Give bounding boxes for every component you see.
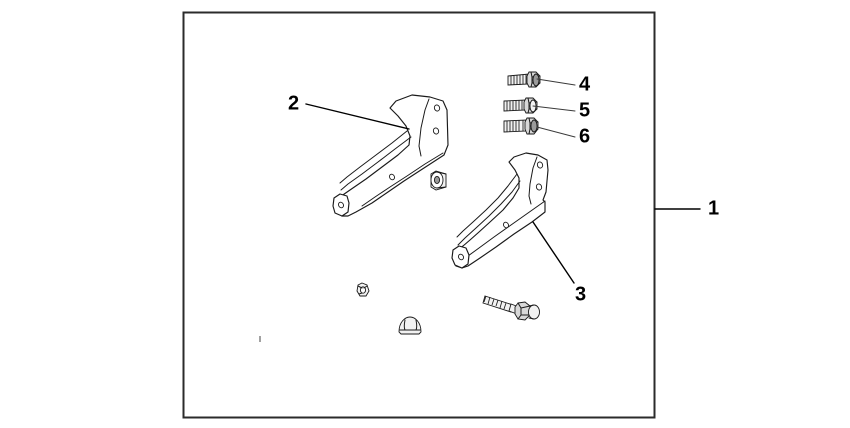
dome-cap-body <box>398 316 422 335</box>
right-bracket-hole-top <box>536 161 544 169</box>
callout-label-6: 6 <box>579 125 590 147</box>
left-bracket-bend-line <box>418 98 430 157</box>
right-bracket-rib <box>467 200 546 257</box>
part-hex-nut <box>356 282 370 297</box>
hex-bolt-washer-edge <box>528 304 535 320</box>
bolt-6-threads <box>506 120 524 132</box>
right-bracket-bend-line <box>528 156 538 205</box>
part-right-bracket <box>451 152 549 269</box>
callout-label-5: 5 <box>579 99 590 121</box>
right-bracket-fold-edge <box>456 173 518 238</box>
part-collar-spacer <box>430 170 447 191</box>
left-bracket-fold-edge <box>339 130 408 184</box>
part-hex-bolt-washer <box>482 295 540 321</box>
dome-cap-highlight-2 <box>415 319 418 331</box>
right-bracket-hole-upper <box>535 183 543 191</box>
leader-line-6 <box>536 126 576 138</box>
bolt-6-shank <box>503 119 528 133</box>
hex-bolt-head-facets <box>517 302 531 320</box>
diagram-frame-border <box>182 11 656 419</box>
bolt-4-threads <box>510 74 527 85</box>
callout-label-1: 1 <box>708 197 719 219</box>
left-bracket-fold-edge-2 <box>340 136 412 191</box>
left-bracket-hole-upper <box>432 127 440 135</box>
hex-bolt-washer <box>528 304 540 320</box>
collar-top-edge <box>436 171 447 175</box>
leader-line-5 <box>532 105 576 112</box>
bolt-5-threads <box>506 100 523 111</box>
left-bracket-hole-foot <box>338 201 344 209</box>
part-dome-cap-nut <box>398 316 422 335</box>
hex-nut-chamfer <box>357 285 368 295</box>
left-bracket-hole-mid <box>389 173 395 181</box>
right-bracket-fold-edge-2 <box>457 180 521 246</box>
collar-bore <box>433 175 441 185</box>
hex-bolt-shank <box>482 295 514 313</box>
callout-label-2: 2 <box>288 92 299 114</box>
right-bracket-hole-foot <box>458 253 464 261</box>
leader-line-2 <box>305 103 410 130</box>
hex-bolt-threads <box>483 295 507 310</box>
hex-bolt-head <box>514 301 531 321</box>
left-bracket-hole-top <box>433 104 441 112</box>
callout-label-4: 4 <box>579 73 591 95</box>
part-bolt-6 <box>503 117 539 135</box>
part-bolt-4 <box>507 71 541 88</box>
right-bracket-hole-mid <box>503 221 509 229</box>
callout-label-3: 3 <box>575 283 586 305</box>
collar-bottom-edge <box>436 186 447 189</box>
left-bracket-rib <box>361 152 444 207</box>
bolt-4-flange <box>532 73 540 87</box>
part-bolt-5 <box>503 97 538 114</box>
part-left-bracket <box>332 94 449 217</box>
leader-line-3 <box>532 221 575 284</box>
left-bracket-body <box>333 94 449 217</box>
dome-cap-highlight <box>403 319 406 331</box>
bolt-6-flange <box>530 119 538 133</box>
leader-line-4 <box>536 78 576 86</box>
